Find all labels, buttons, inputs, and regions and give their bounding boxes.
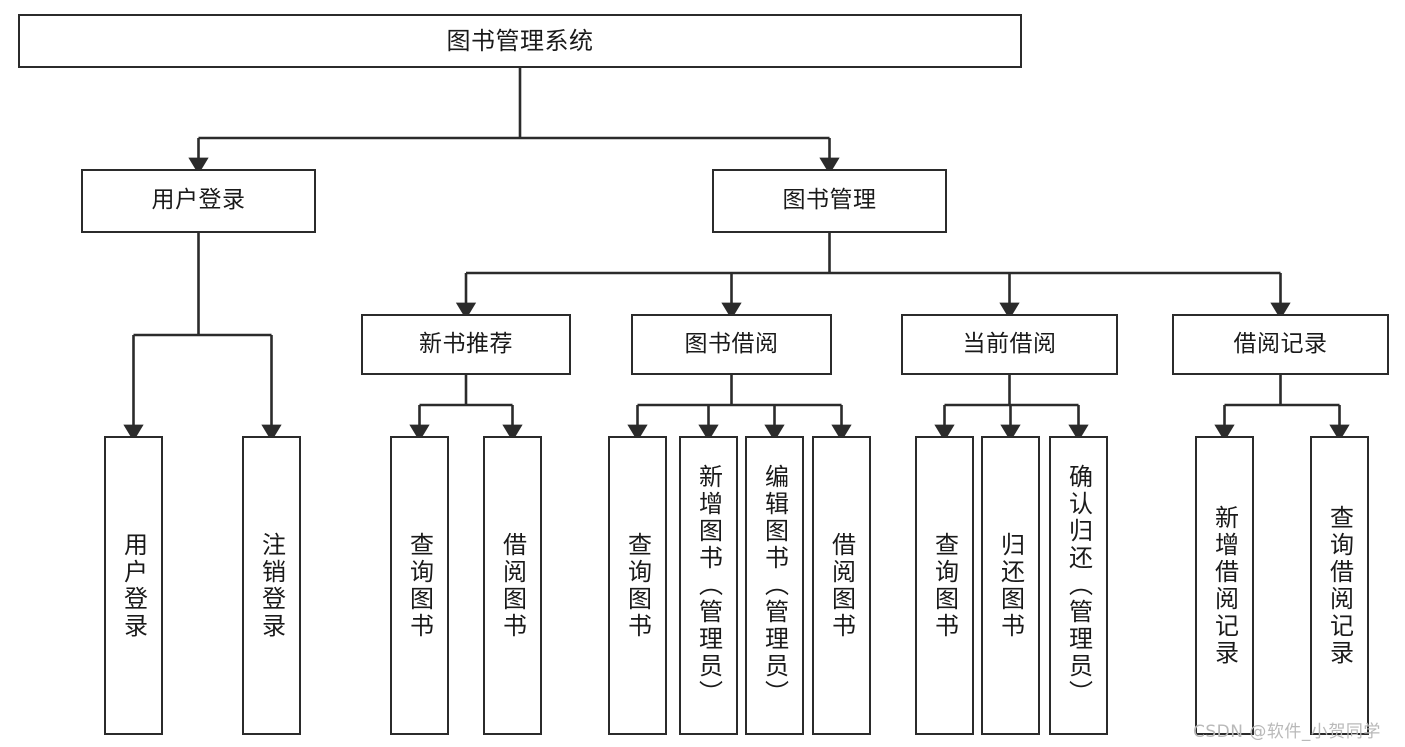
node-label: 用户登录 [119, 531, 148, 640]
node-label: 图书管理系统 [446, 26, 594, 55]
node-leaf-8[interactable]: 借阅图书 [812, 436, 871, 735]
node-bookmgmt[interactable]: 图书管理 [712, 169, 947, 233]
watermark: CSDN @软件_小贺同学 [1193, 722, 1381, 742]
node-label: 查询借阅记录 [1325, 504, 1354, 667]
node-leaf-9[interactable]: 查询图书 [915, 436, 974, 735]
node-leaf-7[interactable]: 编辑图书（管理员） [745, 436, 804, 735]
node-label: 注销登录 [257, 531, 286, 640]
node-leaf-4[interactable]: 借阅图书 [483, 436, 542, 735]
node-borrow[interactable]: 图书借阅 [631, 314, 832, 375]
node-label: 新增图书（管理员） [694, 464, 723, 707]
node-label: 确认归还（管理员） [1064, 464, 1093, 707]
node-leaf-13[interactable]: 查询借阅记录 [1310, 436, 1369, 735]
node-label: 借阅记录 [1233, 330, 1328, 357]
node-label: 借阅图书 [827, 531, 856, 640]
node-leaf-5[interactable]: 查询图书 [608, 436, 667, 735]
node-login[interactable]: 用户登录 [81, 169, 316, 233]
node-leaf-2[interactable]: 注销登录 [242, 436, 301, 735]
node-label: 用户登录 [151, 187, 246, 214]
node-newbook[interactable]: 新书推荐 [361, 314, 571, 375]
node-label: 借阅图书 [498, 531, 527, 640]
node-leaf-6[interactable]: 新增图书（管理员） [679, 436, 738, 735]
node-label: 当前借阅 [962, 330, 1057, 357]
node-label: 图书管理 [782, 187, 877, 214]
node-leaf-1[interactable]: 用户登录 [104, 436, 163, 735]
node-record[interactable]: 借阅记录 [1172, 314, 1389, 375]
node-leaf-11[interactable]: 确认归还（管理员） [1049, 436, 1108, 735]
node-label: 归还图书 [996, 531, 1025, 640]
node-current[interactable]: 当前借阅 [901, 314, 1118, 375]
node-root[interactable]: 图书管理系统 [18, 14, 1022, 68]
node-label: 查询图书 [405, 531, 434, 640]
node-leaf-10[interactable]: 归还图书 [981, 436, 1040, 735]
node-label: 编辑图书（管理员） [760, 464, 789, 707]
node-label: 查询图书 [930, 531, 959, 640]
node-leaf-12[interactable]: 新增借阅记录 [1195, 436, 1254, 735]
node-label: 图书借阅 [684, 330, 779, 357]
node-label: 新增借阅记录 [1210, 504, 1239, 667]
node-label: 新书推荐 [419, 330, 513, 357]
node-label: 查询图书 [623, 531, 652, 640]
node-leaf-3[interactable]: 查询图书 [390, 436, 449, 735]
